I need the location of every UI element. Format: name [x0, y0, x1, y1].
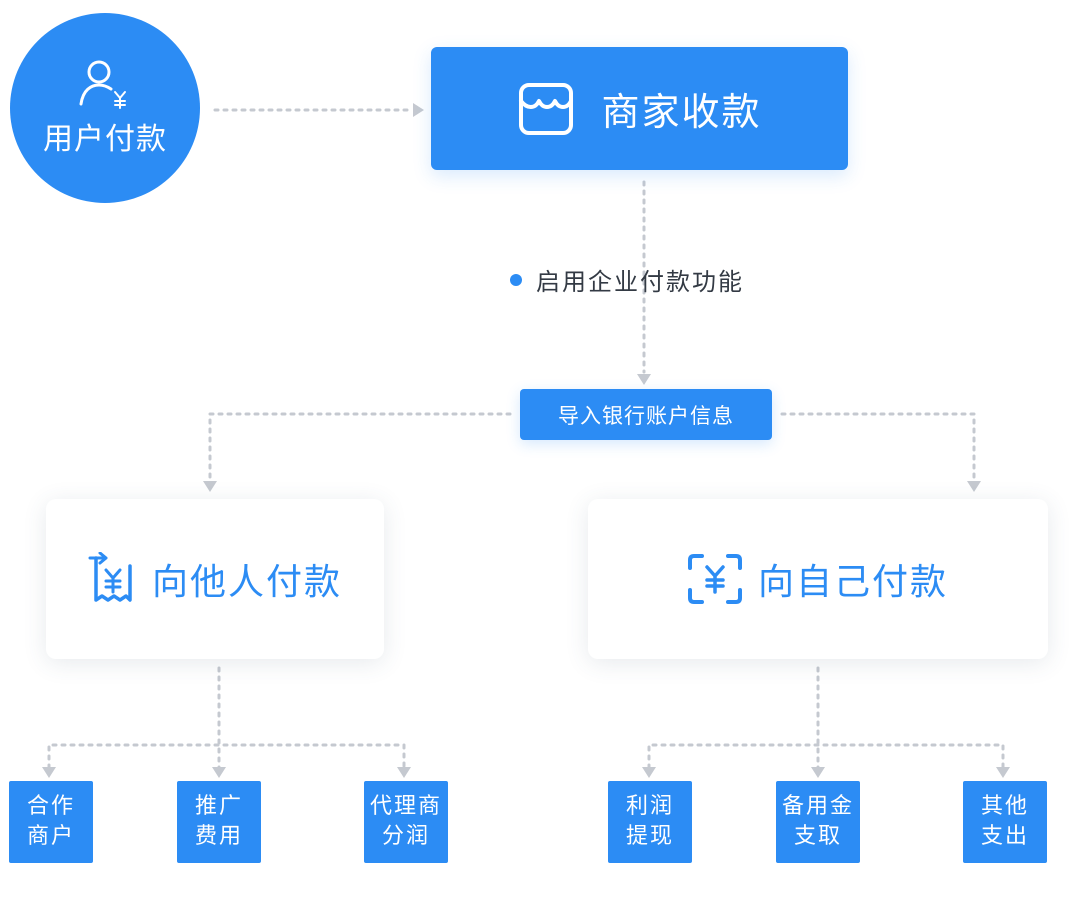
- leaf-cooperative-merchant: 合作 商户: [9, 781, 93, 863]
- leaf-line: 提现: [625, 824, 674, 849]
- pay-self-card: 向自己付款: [588, 499, 1048, 659]
- bullet-dot: [510, 273, 522, 286]
- leaf-line: 费用: [194, 824, 243, 849]
- connector-right-bar: [647, 743, 1005, 770]
- leaf-line: 代理商: [369, 794, 442, 819]
- arrow-head: [967, 481, 981, 492]
- arrow-head: [996, 767, 1010, 778]
- import-bank-label: 导入银行账户信息: [558, 403, 734, 428]
- merchant-collect-label: 商家收款: [601, 90, 762, 134]
- import-bank-node: 导入银行账户信息: [520, 389, 772, 440]
- leaf-line: 支出: [980, 824, 1029, 849]
- arrow-head: [203, 481, 217, 492]
- arrow-head: [397, 767, 411, 778]
- leaf-agent-profit-share: 代理商 分润: [364, 781, 448, 863]
- leaf-line: 合作: [26, 794, 75, 819]
- pay-others-label: 向他人付款: [151, 562, 342, 603]
- leaf-line: 备用金: [781, 794, 854, 819]
- arrow-head: [811, 767, 825, 778]
- leaf-line: 利润: [625, 794, 674, 819]
- leaf-line: 分润: [381, 824, 430, 849]
- leaf-line: 支取: [793, 824, 842, 849]
- connector-import-left: [208, 412, 512, 482]
- receipt-yuan-icon: [88, 552, 132, 602]
- leaf-line: 商户: [26, 824, 75, 849]
- merchant-collect-node: 商家收款: [431, 47, 848, 170]
- leaf-line: 其他: [980, 794, 1029, 819]
- leaf-profit-withdrawal: 利润 提现: [608, 781, 692, 863]
- arrow-head: [212, 767, 226, 778]
- scan-yuan-icon: [687, 554, 742, 604]
- leaf-reserve-fund: 备用金 支取: [776, 781, 860, 863]
- user-payment-node: 用户付款: [10, 13, 200, 203]
- leaf-other-expenses: 其他 支出: [963, 781, 1047, 863]
- arrow-head: [413, 103, 424, 117]
- connector-import-right: [780, 412, 976, 482]
- enable-note: 启用企业付款功能: [510, 262, 744, 297]
- connector-left-bar: [47, 743, 406, 770]
- user-yuan-icon: [79, 60, 126, 109]
- leaf-line: 推广: [194, 794, 243, 819]
- user-payment-label: 用户付款: [43, 122, 167, 157]
- enable-note-text: 启用企业付款功能: [536, 268, 744, 296]
- arrow-head: [42, 767, 56, 778]
- leaf-promotion-fee: 推广 费用: [177, 781, 261, 863]
- storefront-icon: [519, 82, 574, 135]
- arrow-head: [637, 374, 651, 385]
- pay-self-label: 向自己付款: [757, 562, 948, 603]
- arrow-head: [642, 767, 656, 778]
- pay-others-card: 向他人付款: [46, 499, 384, 659]
